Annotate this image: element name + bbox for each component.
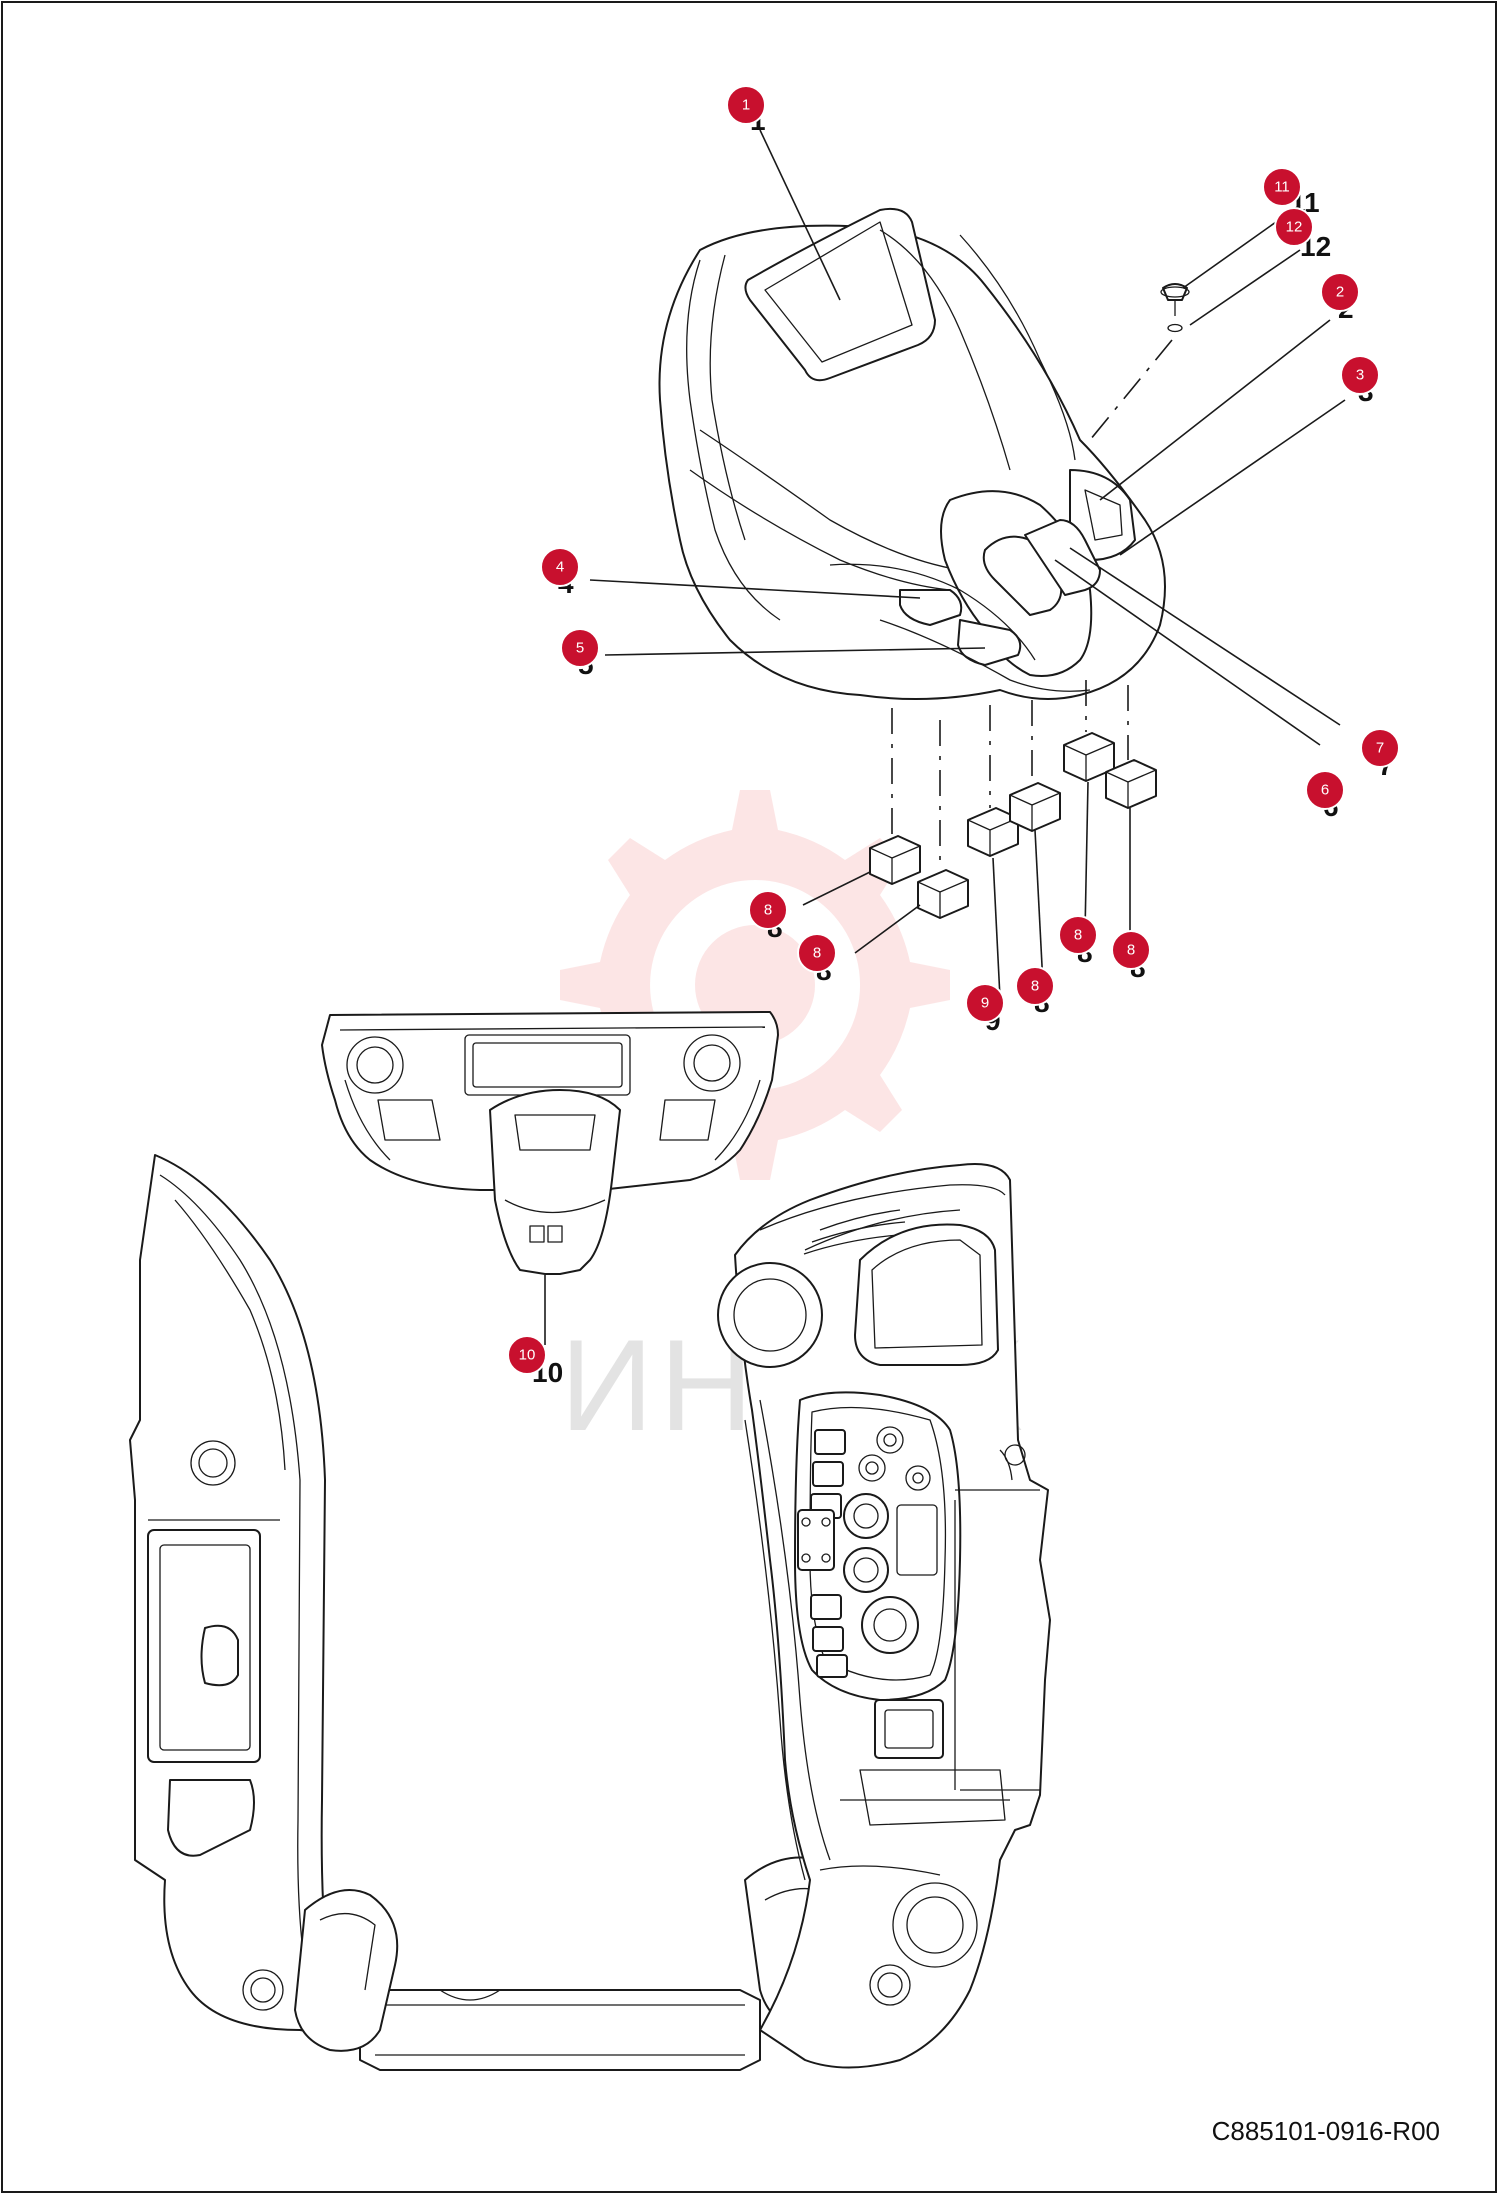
callout-badge[interactable] (748, 890, 788, 930)
callout-c8c[interactable]: 88 (1015, 966, 1055, 1018)
callout-badge[interactable] (1340, 355, 1380, 395)
dashboard-panel (321, 1011, 779, 1345)
armrest-console (129, 1154, 1051, 2071)
callout-c3[interactable]: 33 (1340, 355, 1380, 407)
callout-badge[interactable] (560, 628, 600, 668)
callout-c8d[interactable]: 88 (1058, 915, 1098, 968)
callout-badge[interactable] (540, 547, 580, 587)
callout-badge[interactable] (1305, 770, 1345, 810)
leader-lines (589, 129, 1346, 999)
callout-c1[interactable]: 11 (726, 85, 766, 136)
callout-badge[interactable] (1058, 915, 1098, 955)
callout-badge[interactable] (726, 85, 766, 125)
callout-badge[interactable] (1274, 207, 1314, 247)
callout-c7[interactable]: 77 (1360, 728, 1400, 781)
callout-c8e[interactable]: 88 (1111, 930, 1151, 983)
callout-badge[interactable] (507, 1335, 547, 1375)
callout-c9[interactable]: 99 (965, 983, 1005, 1036)
callout-badge[interactable] (1015, 966, 1055, 1006)
callout-c6[interactable]: 66 (1305, 770, 1345, 822)
callout-badge[interactable] (1360, 728, 1400, 768)
callout-badge[interactable] (1111, 930, 1151, 970)
top-cover-assembly (658, 207, 1190, 700)
document-code: C885101-0916-R00 (1212, 2116, 1440, 2146)
callout-badge[interactable] (797, 933, 837, 973)
callout-c2[interactable]: 22 (1320, 272, 1360, 324)
callout-badge[interactable] (1262, 167, 1302, 207)
callout-badge[interactable] (1320, 272, 1360, 312)
callout-c4[interactable]: 44 (540, 547, 580, 599)
callout-c8b[interactable]: 88 (797, 933, 837, 986)
callout-badge[interactable] (965, 983, 1005, 1023)
connector-blocks (869, 680, 1157, 919)
callout-c5[interactable]: 55 (560, 628, 600, 680)
